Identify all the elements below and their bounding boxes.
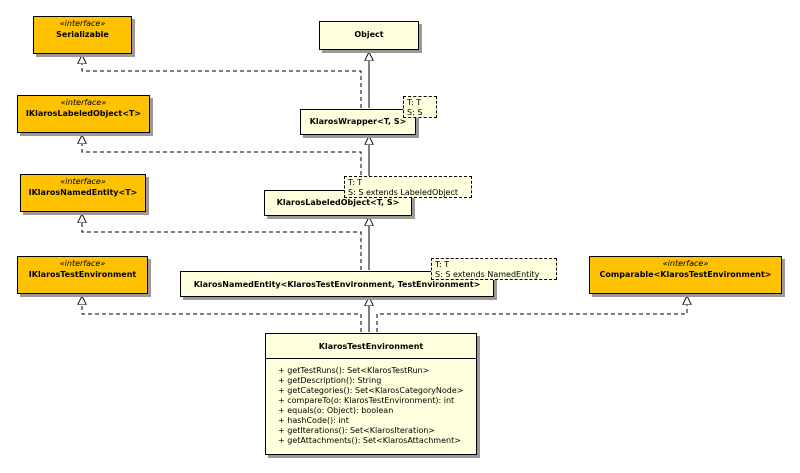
template-param: S: S extends LabeledObject [348, 188, 459, 197]
interface-iklaros-labeled-object[interactable]: «interface» IKlarosLabeledObject<T> [17, 95, 150, 133]
class-object[interactable]: Object [319, 21, 419, 50]
stereotype-label: «interface» [60, 98, 107, 107]
class-klaros-wrapper[interactable]: KlarosWrapper<T, S> [300, 109, 416, 135]
interface-name: IKlarosTestEnvironment [28, 270, 137, 279]
template-params-labeled: T: T S: S extends LabeledObject [344, 176, 472, 198]
implements-arrow-testenv-comparable [376, 296, 687, 332]
template-param: S: S [407, 108, 423, 117]
template-params-named: T: T S: S extends NamedEntity [431, 258, 557, 280]
interface-name: Serializable [56, 30, 109, 39]
implements-arrow-labeled-ilabeled [82, 135, 362, 189]
interface-name: IKlarosLabeledObject<T> [25, 109, 142, 118]
implements-arrow-testenv-itestenv [82, 296, 362, 332]
interface-comparable[interactable]: «interface» Comparable<KlarosTestEnviron… [589, 256, 782, 294]
interface-name: Comparable<KlarosTestEnvironment> [599, 270, 772, 279]
interface-serializable[interactable]: «interface» Serializable [33, 16, 132, 54]
class-name: KlarosLabeledObject<T, S> [276, 198, 400, 207]
class-klaros-named-entity[interactable]: KlarosNamedEntity<KlarosTestEnvironment,… [180, 271, 494, 297]
interface-name: IKlarosNamedEntity<T> [28, 188, 138, 197]
method-item: + getIterations(): Set<KlarosIteration> [278, 426, 435, 435]
method-item: + equals(o: Object): boolean [278, 406, 394, 415]
method-list: + getTestRuns(): Set<KlarosTestRun> + ge… [278, 366, 464, 446]
class-name: Object [354, 30, 384, 39]
implements-arrow-named-inamed [82, 214, 362, 270]
template-param: T: T [435, 260, 450, 269]
class-name: KlarosNamedEntity<KlarosTestEnvironment,… [193, 280, 481, 289]
method-item: + getDescription(): String [278, 376, 382, 385]
class-name: KlarosWrapper<T, S> [309, 117, 407, 126]
method-item: + hashCode(): int [278, 416, 349, 425]
template-params-wrapper: T: T S: S [403, 96, 437, 118]
stereotype-label: «interface» [59, 19, 106, 28]
class-name: KlarosTestEnvironment [318, 342, 424, 351]
implements-arrow-wrapper-serializable [82, 55, 362, 108]
stereotype-label: «interface» [59, 259, 106, 268]
template-param: T: T [407, 98, 422, 107]
class-klaros-test-environment[interactable]: KlarosTestEnvironment + getTestRuns(): S… [265, 333, 477, 455]
stereotype-label: «interface» [662, 259, 709, 268]
method-item: + getAttachments(): Set<KlarosAttachment… [278, 436, 461, 445]
template-param: T: T [348, 178, 363, 187]
interface-iklaros-named-entity[interactable]: «interface» IKlarosNamedEntity<T> [20, 174, 146, 212]
method-item: + compareTo(o: KlarosTestEnvironment): i… [278, 396, 455, 405]
method-item: + getCategories(): Set<KlarosCategoryNod… [278, 386, 464, 395]
compartment-divider [266, 358, 476, 359]
template-param: S: S extends NamedEntity [435, 270, 540, 279]
stereotype-label: «interface» [60, 177, 106, 186]
method-item: + getTestRuns(): Set<KlarosTestRun> [278, 366, 430, 375]
interface-iklaros-test-environment[interactable]: «interface» IKlarosTestEnvironment [17, 256, 148, 294]
